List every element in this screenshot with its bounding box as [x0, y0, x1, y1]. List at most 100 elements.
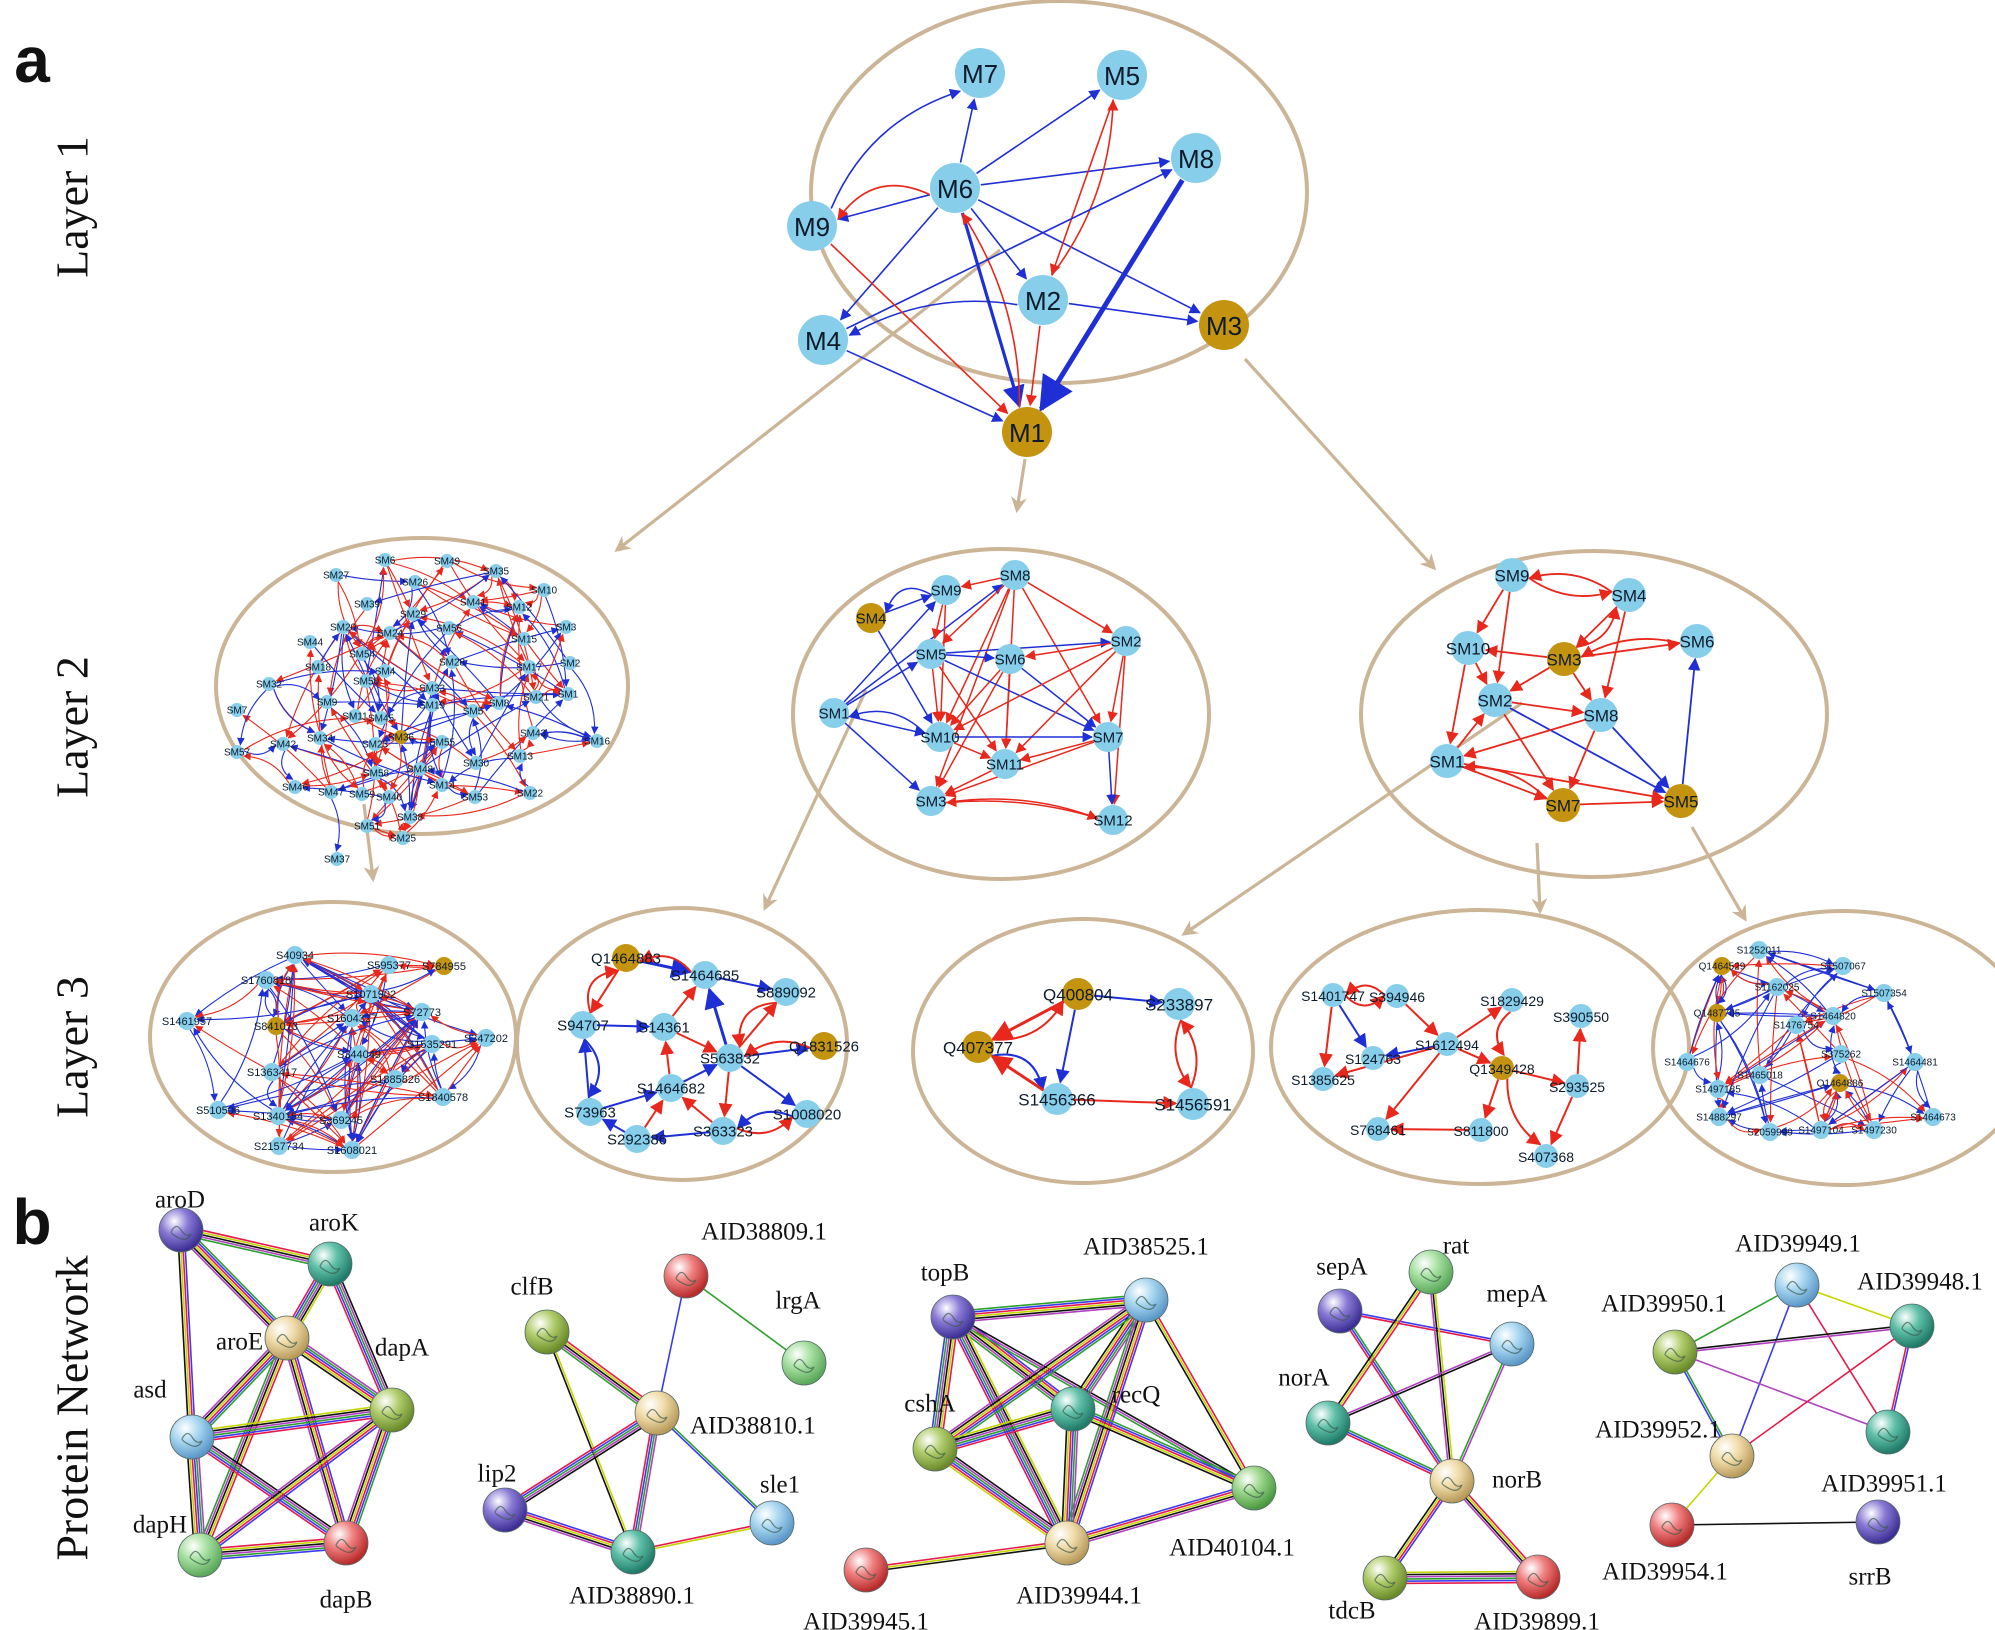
l3-a-s344049-label: S344049: [337, 1049, 381, 1061]
l3-e-edge-124: [1823, 1091, 1838, 1122]
p3-link-14-2: [866, 1544, 1068, 1573]
p4-link-4-0: [1328, 1344, 1513, 1425]
p2-link-8-1: [633, 1523, 773, 1554]
l2-m6-sm20-label: SM20: [330, 623, 357, 634]
l2-m6-edge-290: [394, 637, 468, 707]
l3-a-s369245-label: S369245: [319, 1115, 363, 1127]
l2-m6-sm51-node: [360, 819, 374, 833]
p5-aid39952-1-label: AID39952.1: [1595, 1417, 1721, 1444]
p1-link-12-0: [350, 1411, 398, 1546]
l3-e-edge-79: [1829, 1113, 1924, 1130]
p1-link-8-1: [201, 1338, 290, 1557]
l3-a-edge-104: [286, 1081, 387, 1116]
l3-e-q1464886-label: Q1464886: [1817, 1079, 1864, 1090]
l2-m6-edge-347: [542, 687, 561, 697]
l2-m6-edge-195: [275, 684, 320, 701]
l3-e-s1497185-label: S1497185: [1695, 1085, 1741, 1096]
l2-m6-sm11-node: [348, 709, 362, 723]
l2-m1-edge-23: [938, 665, 997, 752]
p1-arod-label: aroD: [155, 1187, 205, 1214]
l3-a-s1840578-node: [434, 1088, 452, 1106]
l2-m6-sm23-node: [368, 737, 382, 751]
l3-a-s40934-label: S40934: [276, 950, 314, 962]
p1-link-12-2: [346, 1410, 394, 1544]
l2-m6-sm50-node: [359, 674, 373, 688]
p2-link-2-0: [549, 1327, 661, 1411]
l3-d-s811800-label: S811800: [1453, 1123, 1508, 1139]
l3-b-s1008020-label: S1008020: [773, 1107, 841, 1124]
l3-d-s390550-label: S390550: [1553, 1009, 1609, 1025]
l2-m6-edge-394: [480, 602, 513, 613]
p1-link-13-3: [198, 1407, 392, 1554]
l3-a-edge-100: [194, 1025, 265, 1068]
l3-d-s293525-node: [1565, 1074, 1589, 1098]
p3-aid38525-1-structure-icon: [1135, 1295, 1157, 1310]
l2-m6-sm40-node: [382, 790, 396, 804]
l2-m6-sm5-node: [466, 704, 480, 718]
l2-m6-sm9-label: SM9: [317, 698, 338, 709]
p2-link-7-1: [505, 1507, 634, 1551]
l3-e-s375262-label: S375262: [1821, 1050, 1861, 1061]
l2-m6-sm34-label: SM34: [307, 734, 334, 745]
l3-d-s124763-label: S124763: [1345, 1051, 1401, 1067]
l3-e-edge-122: [1841, 995, 1876, 1013]
l2-m6-edge-91: [453, 562, 538, 592]
p2-link-3-1: [545, 1332, 633, 1553]
l2-m1-sm11-node: [990, 749, 1020, 779]
l3-a-s1461957-node: [178, 1012, 196, 1030]
l2-m6-edge-333: [477, 576, 493, 599]
l3-b-s1464685-label: S1464685: [671, 968, 739, 985]
l2-m1-sm4-label: SM4: [856, 611, 887, 628]
l2-m1-sm2-node: [1111, 626, 1141, 656]
l2-m3-edge-13: [1446, 664, 1466, 745]
l2-m3-sm7-label: SM7: [1546, 797, 1581, 816]
l3-a-s1461957-label: S1461957: [162, 1016, 212, 1028]
l2-m6-edge-363: [400, 744, 411, 811]
l3-d-s768461-label: S768461: [1350, 1122, 1406, 1138]
l3-e-q1464886-node: [1831, 1074, 1849, 1092]
l2-m6-edge-342: [505, 703, 591, 739]
l3-d-s124763-node: [1361, 1046, 1385, 1070]
l3-e-s1497230-node: [1865, 1121, 1883, 1139]
p3-aid39945-1-structure-icon: [855, 1565, 877, 1580]
p3-link-3-2: [953, 1316, 1069, 1543]
l3-a-edge-128: [280, 1013, 414, 1070]
p1-link-2-1: [181, 1227, 331, 1263]
l2-m6-edge-396: [371, 802, 386, 823]
p1-link-7-4: [282, 1338, 343, 1545]
p3-link-0-1: [952, 1295, 1146, 1315]
l3-b-s292386-label: S292386: [607, 1132, 667, 1149]
l2-m6-edge-40: [496, 577, 528, 661]
l3-e-edge-126: [1717, 974, 1727, 1004]
l3-d-edge-14: [1389, 1122, 1470, 1137]
l2-m6-sm33-node: [425, 681, 439, 695]
hierarchy-arrow-0: [614, 248, 1001, 552]
p4-link-9-3: [1385, 1577, 1539, 1580]
l2-m1-edge-20: [944, 659, 1095, 731]
l2-m6-sm6-node: [378, 553, 392, 567]
l3-b-edge-2: [718, 976, 773, 994]
l3-b-q1831526-label: Q1831526: [789, 1039, 859, 1056]
l3-e-edge-113: [1783, 993, 1836, 1048]
l3-a-edge-83: [348, 1042, 478, 1117]
l3-a-edge-144: [303, 957, 415, 1009]
p3-aid40104-1-label: AID40104.1: [1169, 1535, 1295, 1562]
p4-link-2-1: [1327, 1271, 1432, 1424]
p3-link-12-1: [1073, 1406, 1256, 1487]
l2-m6-edge-84: [526, 740, 590, 756]
p3-link-13-1: [1066, 1485, 1254, 1542]
l2-m6-sm45-node: [374, 711, 388, 725]
l2-m6-sm19-label: SM19: [419, 701, 446, 712]
l3-d-edge-6: [1384, 1045, 1436, 1061]
l1-edge-m1-m6-10: [961, 212, 1021, 408]
p1-link-0-4: [178, 1231, 286, 1341]
l3-b-edge-25: [731, 1001, 777, 1048]
l2-m6-sm16-label: SM16: [584, 737, 611, 748]
l3-e-s1507067-node: [1834, 957, 1852, 975]
l3-a-s1071902-node: [362, 985, 380, 1003]
p3-link-9-2: [934, 1407, 1073, 1449]
l3-a-s1363417-label: S1363417: [247, 1067, 297, 1079]
l1-m8-label: M8: [1178, 144, 1214, 174]
l2-m6-sm54-label: SM54: [349, 650, 376, 661]
l2-m6-edge-41: [367, 751, 379, 820]
